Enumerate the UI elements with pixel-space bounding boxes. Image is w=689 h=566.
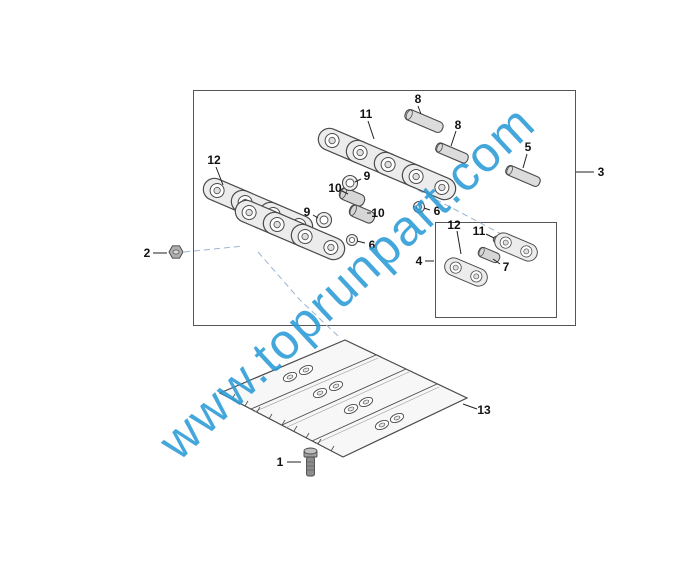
callout-8a: 8 [414, 92, 422, 106]
inset-bushing-7 [477, 246, 501, 264]
leader-lines [153, 105, 594, 463]
mounting-bolt [303, 447, 318, 477]
callout-12a: 12 [207, 153, 221, 167]
callout-11a: 11 [359, 107, 373, 121]
seal-ring-9a [341, 174, 359, 192]
hex-nut [168, 245, 184, 259]
callout-13: 13 [477, 403, 491, 417]
callout-11b: 11 [472, 224, 486, 238]
main-frame [193, 90, 576, 326]
track-pin-5 [505, 165, 541, 187]
seal-ring-9b [315, 211, 333, 229]
callout-9a: 9 [363, 169, 371, 183]
callout-3: 3 [597, 165, 605, 179]
callout-6b: 6 [368, 238, 376, 252]
construction-lines [183, 189, 506, 337]
track-pin-8a [404, 108, 444, 134]
inset-link-plates [441, 229, 541, 290]
track-chain-left-lower [231, 196, 349, 264]
callout-1: 1 [276, 455, 284, 469]
seal-ring-6b [346, 234, 358, 246]
callout-4: 4 [415, 254, 423, 268]
grouser-teeth [231, 393, 335, 452]
callout-7: 7 [502, 260, 510, 274]
callout-8b: 8 [454, 118, 462, 132]
callout-10b: 10 [371, 206, 385, 220]
seal-ring-6a [413, 201, 425, 213]
callout-12b: 12 [447, 218, 461, 232]
bushing-10b [348, 204, 376, 224]
track-pin-8b [435, 142, 469, 164]
callout-2: 2 [143, 246, 151, 260]
callout-10a: 10 [328, 181, 342, 195]
track-shoe-plate [218, 339, 469, 458]
callout-9b: 9 [303, 205, 311, 219]
callout-6a: 6 [433, 204, 441, 218]
callout-5: 5 [524, 140, 532, 154]
